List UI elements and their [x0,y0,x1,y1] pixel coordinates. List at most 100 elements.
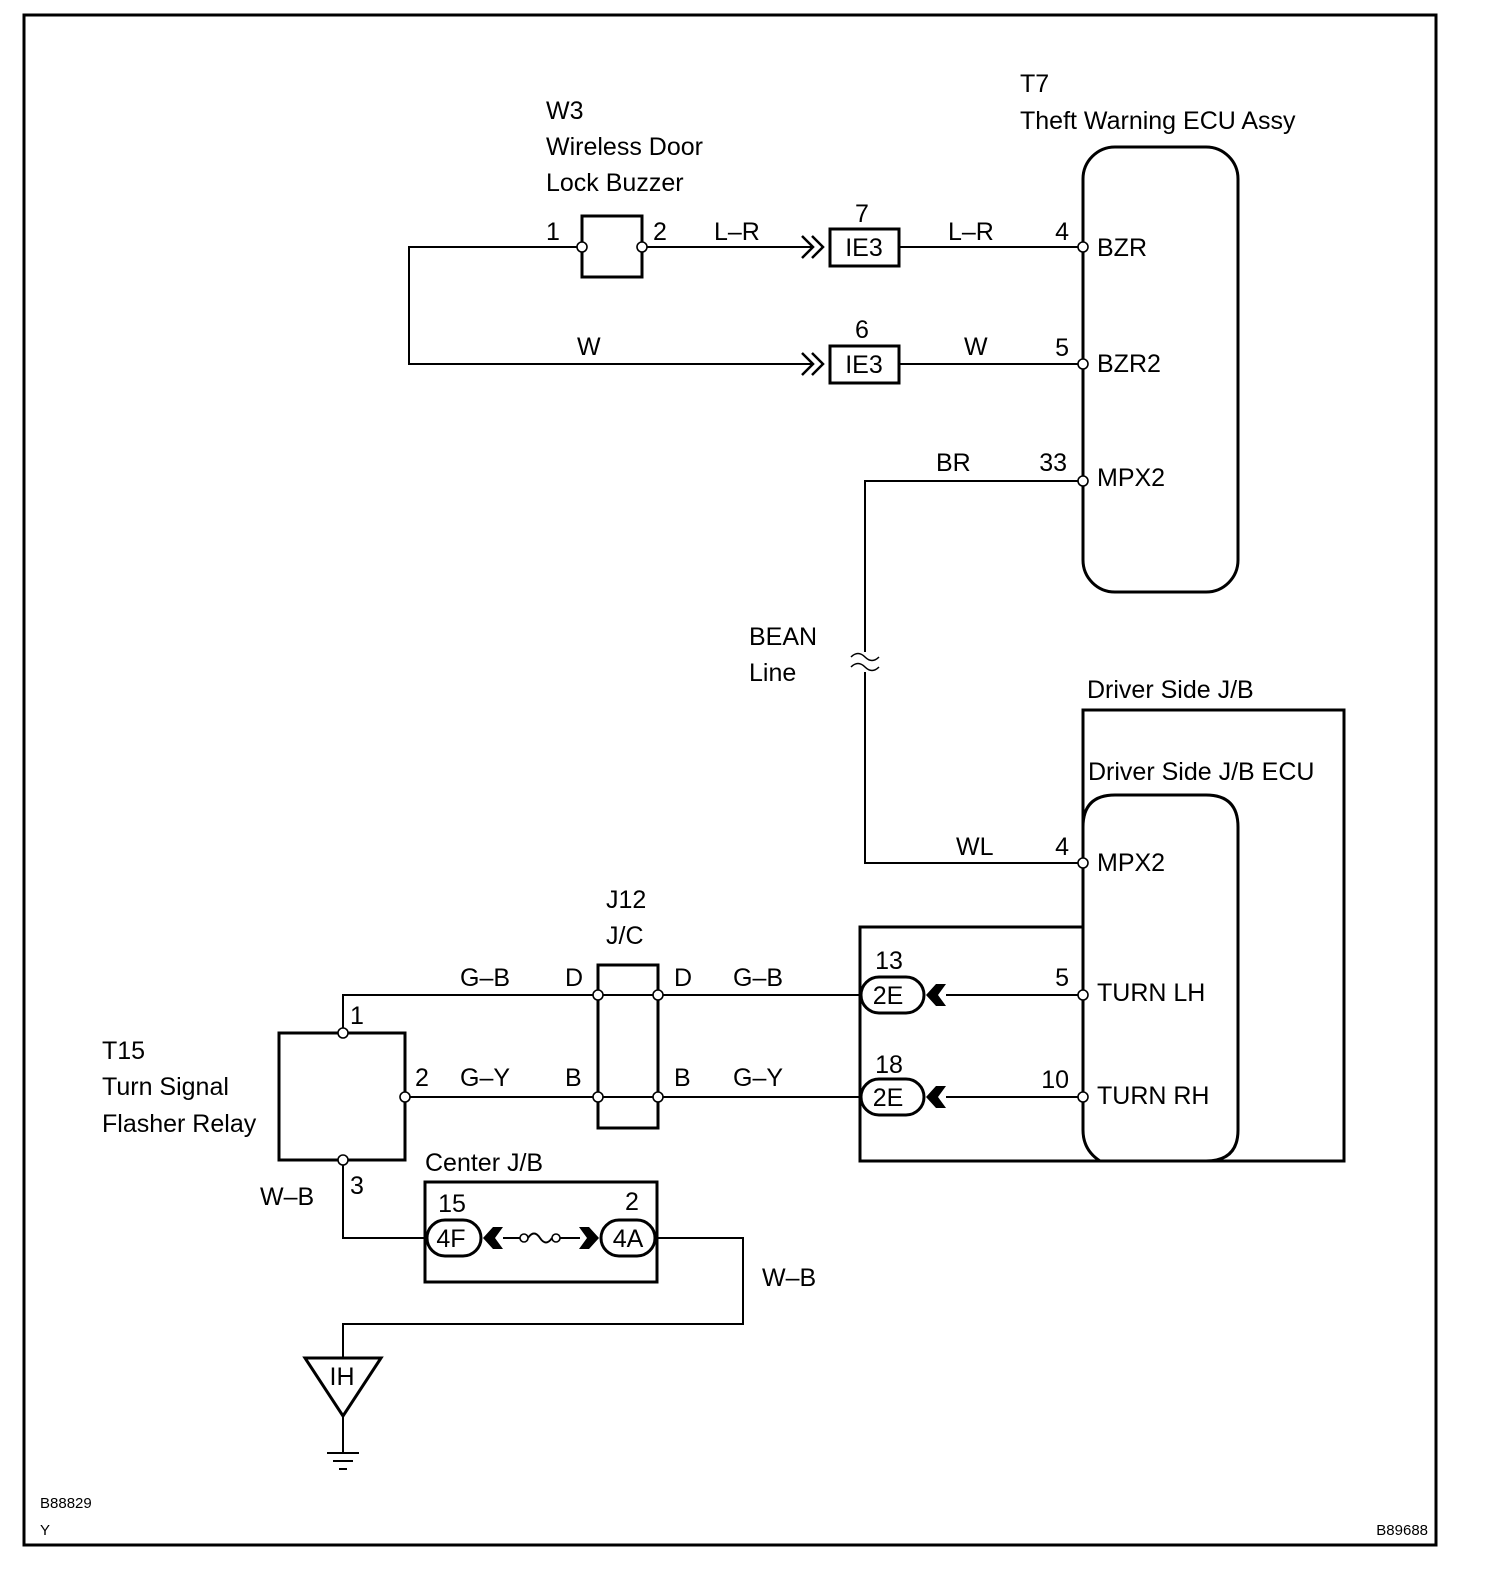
buzzer-pin1: 1 [546,218,560,246]
wire-buzzer-loop [408,246,812,365]
driver-jb-pin-turn-rh: 10 [1041,1066,1069,1094]
wire-wb-relay [342,1160,427,1239]
wire-br-label: BR [936,449,971,477]
junction-component: J12 J/C D D B B [565,886,692,1130]
connector-arrow-icon [801,235,825,259]
wire-gb-left [342,994,598,1033]
connector-2e-bottom-label: 2E [873,1084,904,1112]
footer-code-y: Y [40,1522,50,1539]
buzzer-name-line1: Wireless Door [546,133,703,161]
pin-dot [1077,989,1089,1001]
connector-ie3-bottom: IE3 6 [801,316,901,385]
wire-w-right-label: W [964,333,988,361]
theft-ecu-pin-mpx2: 33 [1039,449,1067,477]
connector-ie3-bottom-pin: 6 [855,316,869,344]
junction-pin-b-left: B [565,1064,582,1092]
center-jb-fuse-terminal [519,1233,529,1243]
wire-wb-relay-label: W–B [260,1183,314,1211]
bean-label-line1: BEAN [749,623,817,651]
relay-name-line1: Turn Signal [102,1073,229,1101]
connector-arrow-icon [926,984,946,1006]
junction-pin-d-right: D [674,964,692,992]
relay-pin2: 2 [415,1064,429,1092]
relay-pin3: 3 [350,1172,364,1200]
driver-jb-terminal-turn-lh: TURN LH [1097,979,1205,1007]
relay-name-line2: Flasher Relay [102,1110,257,1138]
footer-code-left: B88829 [40,1495,92,1512]
wire-wl-label: WL [956,833,994,861]
wire-gy-right-label: G–Y [733,1064,783,1092]
connector-4f-body [425,1218,483,1258]
pin-dot [1077,857,1089,869]
connector-4f-label: 4F [436,1225,465,1253]
pin-dot [576,241,588,253]
wire-lr-left-label: L–R [714,218,760,246]
theft-ecu-terminal-bzr2: BZR2 [1097,350,1161,378]
footer-code-right: B89688 [1376,1522,1428,1539]
pin-dot [337,1027,349,1039]
wire-gb-right-label: G–B [733,964,783,992]
junction-ref: J12 [606,886,646,914]
wire-wb-ground-label: W–B [762,1264,816,1292]
relay-component: T15 Turn Signal Flasher Relay 1 2 3 [102,1002,429,1200]
wire-gb-left-label: G–B [460,964,510,992]
connector-2e-bottom: 2E 18 [859,1051,946,1117]
relay-ref: T15 [102,1037,145,1065]
driver-jb-terminal-turn-rh: TURN RH [1097,1082,1210,1110]
bean-label-line2: Line [749,659,796,687]
junction-body [596,963,660,1130]
connector-ie3-top-label: IE3 [845,234,883,262]
ground-component: IH [302,1356,384,1470]
connector-arrow-icon [579,1227,599,1249]
driver-jb-component: Driver Side J/B Driver Side J/B ECU MPX2… [858,676,1346,1163]
connector-4f-pin: 15 [438,1190,466,1218]
driver-jb-terminal-mpx2: MPX2 [1097,849,1165,877]
driver-jb-ecu-title: Driver Side J/B ECU [1088,758,1314,786]
pin-dot [1077,475,1089,487]
theft-ecu-pin-bzr2: 5 [1055,334,1069,362]
connector-ie3-bottom-label: IE3 [845,351,883,379]
connector-2e-top-label: 2E [873,982,904,1010]
wire-w-left-label: W [577,333,601,361]
theft-ecu-name: Theft Warning ECU Assy [1020,107,1296,135]
wire-gy-left-label: G–Y [460,1064,510,1092]
buzzer-component: W3 Wireless Door Lock Buzzer 1 2 [546,97,703,279]
relay-body [277,1031,407,1162]
pin-dot [1077,1091,1089,1103]
ground-triangle-icon [302,1356,384,1419]
theft-ecu-pin-bzr: 4 [1055,218,1069,246]
center-jb-title: Center J/B [425,1149,543,1177]
theft-ecu-terminal-mpx2: MPX2 [1097,464,1165,492]
connector-arrow-icon [483,1227,503,1249]
junction-pin-b-right: B [674,1064,691,1092]
junction-name: J/C [606,922,644,950]
driver-jb-pin-turn-lh: 5 [1055,964,1069,992]
junction-pin-d-left: D [565,964,583,992]
pin-dot [1077,358,1089,370]
pin-dot [1077,241,1089,253]
wire-lr-right-label: L–R [948,218,994,246]
terminal-pins [337,241,1089,1166]
connector-2e-top-pin: 13 [875,947,903,975]
center-jb-component: Center J/B 4F 15 4A 2 [423,1149,659,1284]
pin-dot [399,1091,411,1103]
wire-br [864,480,1083,652]
connector-arrow-icon [926,1086,946,1108]
buzzer-pin2: 2 [653,218,667,246]
pin-dot [652,989,664,1001]
diagram-frame [22,13,1438,1547]
pin-dot [652,1091,664,1103]
theft-ecu-ref: T7 [1020,70,1049,98]
connector-arrow-icon [801,352,825,376]
buzzer-name-line2: Lock Buzzer [546,169,684,197]
fuse-icon [527,1232,553,1244]
driver-jb-frame [858,708,1346,1163]
connector-ie3-top-pin: 7 [855,200,869,228]
ground-label: IH [330,1363,355,1391]
connector-2e-bottom-pin: 18 [875,1051,903,1079]
pin-dot [337,1154,349,1166]
wire-wl [864,672,1083,864]
buzzer-ref: W3 [546,97,584,125]
pin-dot [592,1091,604,1103]
